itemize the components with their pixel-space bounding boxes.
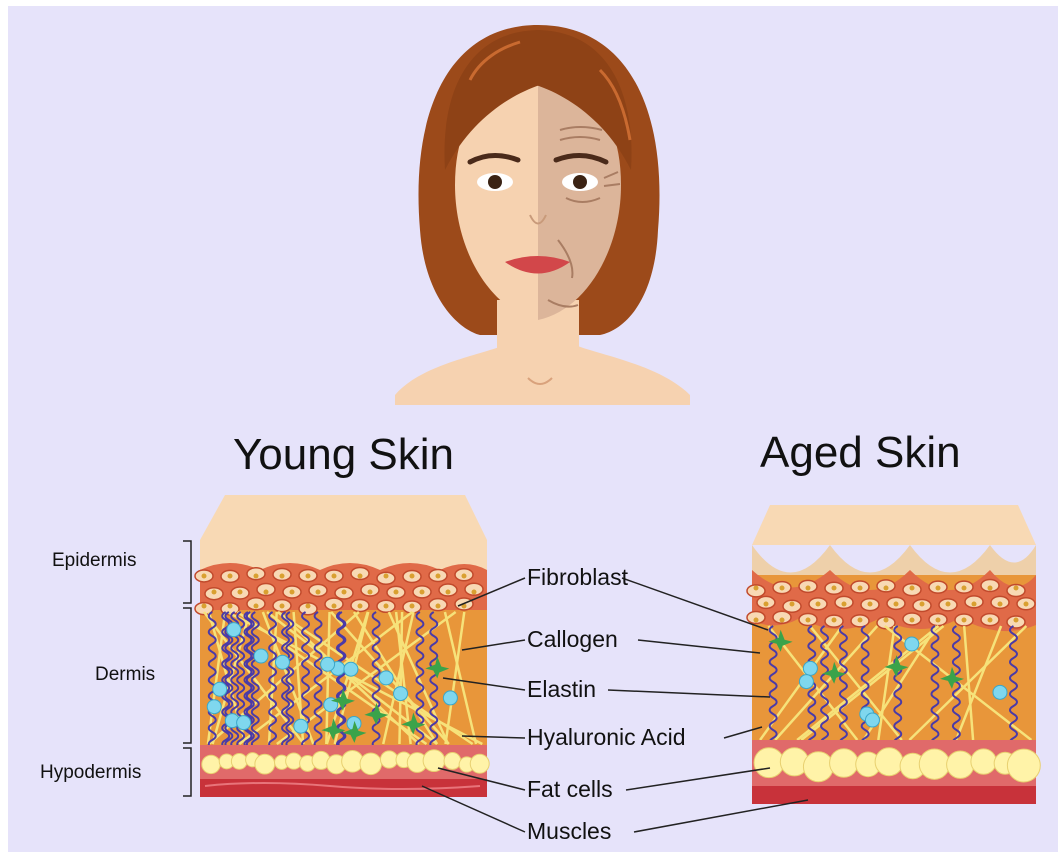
hyaluronic-molecule [213, 682, 227, 696]
elastin-label: Elastin [527, 676, 596, 703]
hyaluronic-molecule [321, 657, 335, 671]
young-epidermis-top [200, 495, 487, 540]
fat-cell [919, 749, 949, 779]
fat-cell [470, 754, 489, 773]
fibroblast-label: Fibroblast [527, 564, 628, 591]
fat-cell [360, 753, 382, 775]
young-cell-dots [195, 567, 483, 614]
fat-cell [444, 753, 461, 770]
fat-cell [830, 749, 859, 778]
hyaluronic-molecule [227, 623, 241, 637]
hyaluronic-molecule [905, 637, 919, 651]
epidermis-label: Epidermis [52, 550, 136, 572]
fat-cell [947, 751, 974, 778]
fat-cell [255, 754, 275, 774]
hyaluronic-molecule [344, 662, 358, 676]
fat-cell [380, 751, 397, 768]
callogen-label: Callogen [527, 626, 618, 653]
hyaluronic-molecule [207, 700, 221, 714]
hypodermis-label: Hypodermis [40, 762, 141, 784]
young-skin-heading: Young Skin [233, 430, 454, 480]
fat-cells-label: Fat cells [527, 776, 613, 803]
dermis-label: Dermis [95, 664, 155, 686]
hyaluronic-molecule [379, 671, 393, 685]
fat-cell [754, 748, 784, 778]
hyaluronic-molecule [394, 687, 408, 701]
fat-cell [202, 755, 220, 773]
aged-muscle [752, 786, 1036, 804]
muscles-label: Muscles [527, 818, 611, 845]
hyaluronic-molecule [799, 675, 813, 689]
aged-epidermis-top [752, 505, 1036, 545]
hyaluronic-molecule [294, 719, 308, 733]
hyaluronic-molecule [865, 713, 879, 727]
hyaluronic-molecule [803, 661, 817, 675]
hyaluronic-molecule [237, 716, 251, 730]
hyaluronic-molecule [993, 685, 1007, 699]
fat-cell [231, 753, 247, 769]
hyaluronic-molecule [443, 691, 457, 705]
fat-cell [875, 748, 903, 776]
fat-cell [971, 749, 996, 774]
aged-skin-heading: Aged Skin [760, 428, 961, 478]
young-skin-block [195, 495, 489, 797]
fat-cell [286, 753, 302, 769]
fat-cell [1007, 749, 1040, 782]
fat-cell [803, 752, 833, 782]
hyaluronic-molecule [254, 649, 268, 663]
hyaluronic-molecule [275, 655, 289, 669]
hyaluronic-acid-label: Hyaluronic Acid [527, 724, 686, 751]
